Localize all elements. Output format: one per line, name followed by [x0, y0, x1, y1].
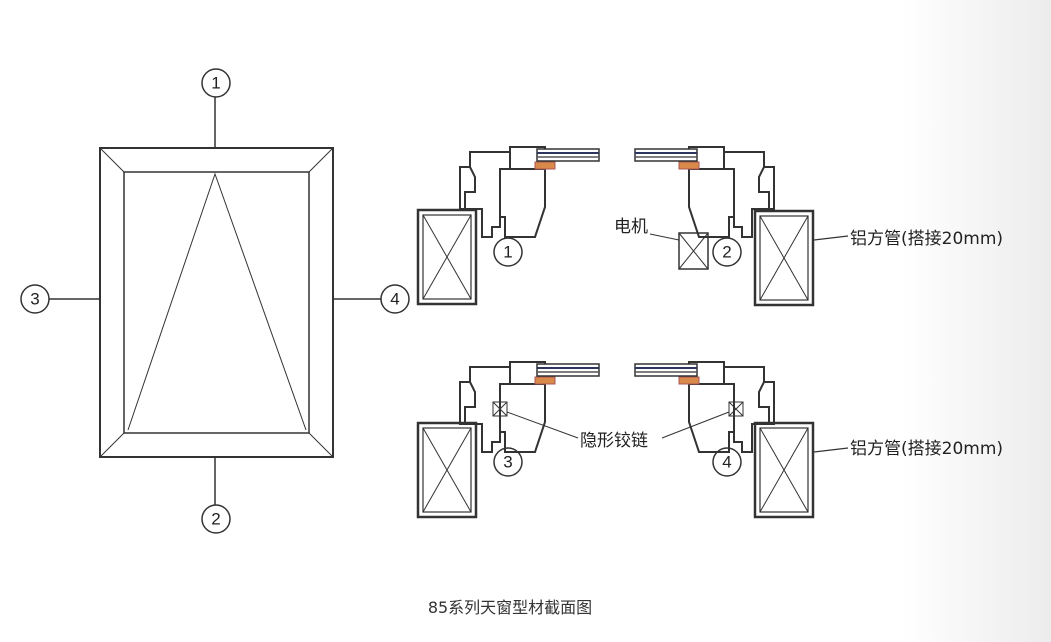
caption: 85系列天窗型材截面图	[428, 598, 592, 617]
section-marker-1: 1	[503, 243, 512, 262]
section-1	[416, 146, 600, 306]
hinge-label: 隐形铰链	[580, 431, 648, 451]
section-3	[416, 361, 600, 519]
section-4	[634, 361, 849, 519]
motor-label: 电机	[614, 217, 648, 237]
window-elevation	[20, 68, 410, 534]
section-marker-3: 3	[503, 453, 512, 472]
marker-2: 2	[211, 510, 220, 529]
section-marker-2: 2	[722, 243, 731, 262]
section-2	[634, 146, 849, 307]
marker-1: 1	[211, 74, 220, 93]
tube-label-top: 铝方管(搭接20mm)	[850, 229, 1003, 249]
marker-4: 4	[390, 290, 399, 309]
motor-box	[678, 232, 709, 270]
marker-3: 3	[30, 290, 39, 309]
tube-label-bottom: 铝方管(搭接20mm)	[850, 439, 1003, 459]
section-marker-4: 4	[722, 453, 731, 472]
